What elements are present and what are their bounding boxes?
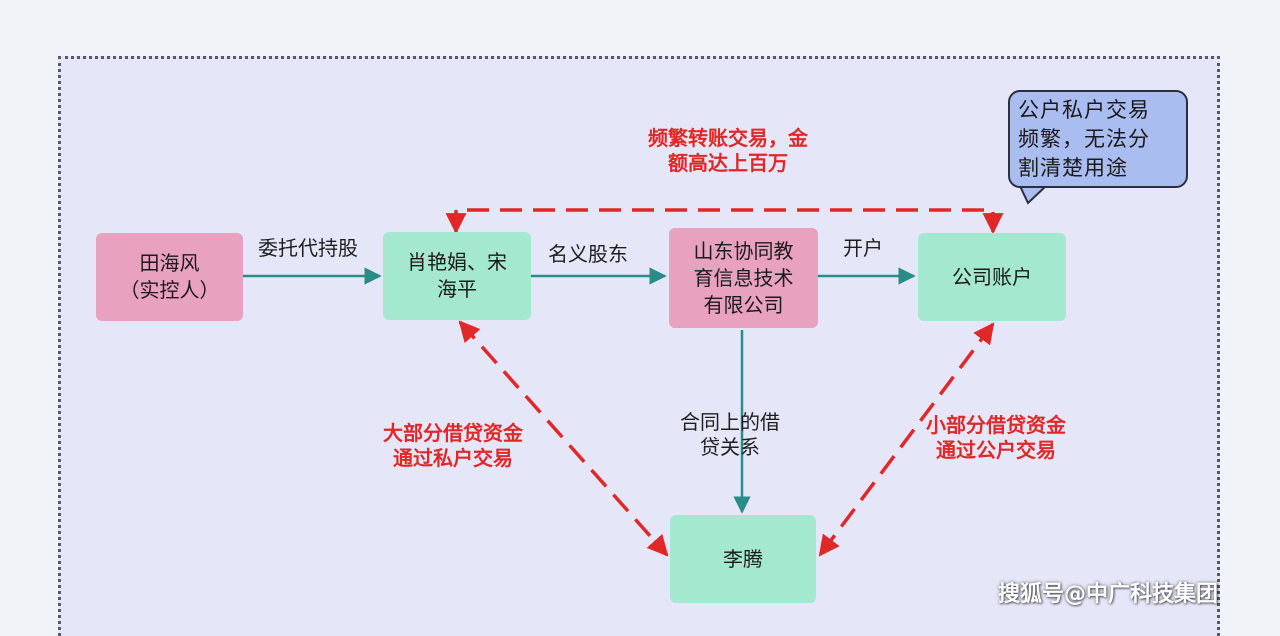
watermark: 搜狐号@中广科技集团: [998, 582, 1219, 607]
annotation-transfer: 频繁转账交易，金 额高达上百万: [648, 126, 808, 175]
node-company-account: 公司账户: [918, 233, 1066, 321]
node-shandong-company: 山东协同教 育信息技术 有限公司: [669, 228, 818, 328]
node-tian-haifeng: 田海风 （实控人）: [96, 233, 243, 321]
label-nominee: 名义股东: [548, 242, 628, 266]
edge-public-dashed: [818, 322, 995, 557]
edge-transfer-dashed: [445, 208, 1004, 235]
callout-bubble: 公户私户交易 频繁，无法分 割清楚用途: [1008, 90, 1188, 188]
callout-tail: [1019, 185, 1047, 205]
node-xiao-song: 肖艳娟、宋 海平: [383, 232, 531, 320]
label-open: 开户: [843, 236, 883, 260]
label-loan: 合同上的借 贷关系: [680, 410, 780, 459]
edges-layer: [243, 185, 1047, 557]
annotation-public: 小部分借贷资金 通过公户交易: [926, 413, 1066, 462]
label-entrust: 委托代持股: [258, 236, 358, 260]
annotation-private: 大部分借贷资金 通过私户交易: [383, 421, 523, 470]
node-li-teng: 李腾: [670, 515, 816, 603]
edge-private-dashed: [458, 320, 669, 557]
